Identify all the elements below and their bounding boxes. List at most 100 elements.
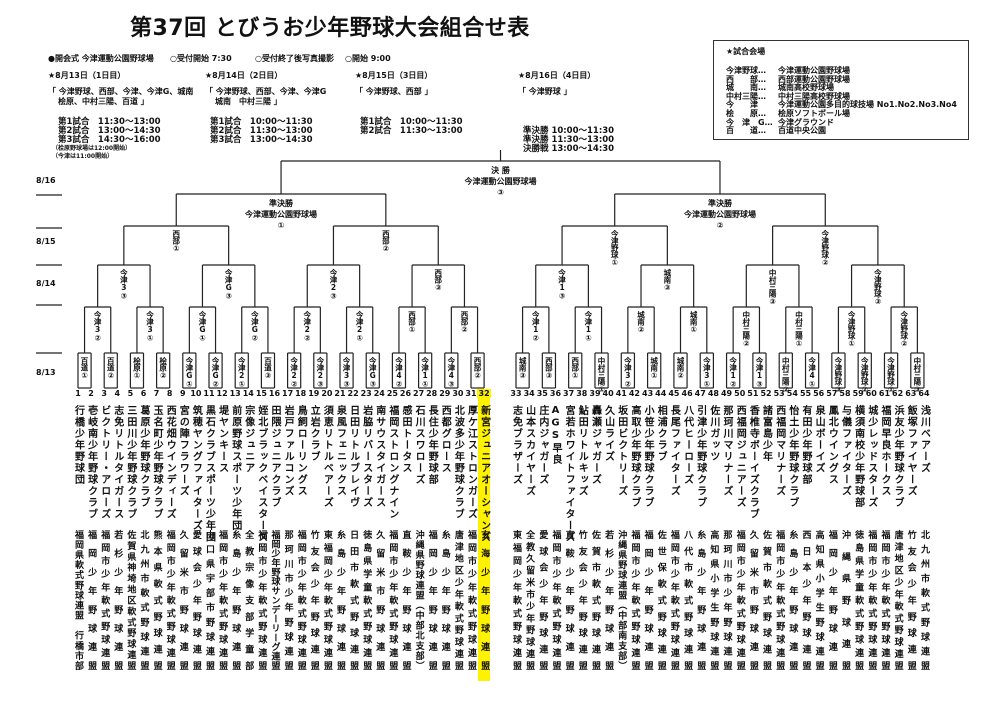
team-name: 庄内ジャガーズ: [536, 405, 548, 486]
semifinal-name: 準決勝: [269, 199, 294, 208]
team-association: 沖縄県野球連盟: [840, 530, 850, 670]
team-name: 筑穂ヤングファイターズ: [190, 405, 202, 532]
team-name: 鳳北ウイングス: [826, 405, 838, 486]
reception-start: ○受付開始 7:30: [170, 54, 232, 63]
team-association: 久留米市野球連盟: [177, 530, 188, 670]
team-association: 愛球会少年野球連盟: [190, 530, 201, 670]
match-venue-label: 今津野球②: [860, 357, 870, 394]
team-association: 糸島少年野球連盟: [230, 530, 241, 670]
team-association: 北九州市軟式野球連盟: [138, 530, 149, 670]
team-association: 福岡市少年軟式野球連盟: [466, 530, 476, 670]
match-venue-label: 桧原①: [132, 357, 142, 380]
team-name: 鮎田リトルキッズ: [576, 405, 588, 497]
team-association: 直鞍少年野球連盟: [400, 530, 411, 670]
team-name: 相浦クラブ: [655, 405, 667, 463]
team-name: 長住少年野球部: [426, 405, 438, 486]
team-number: 21: [334, 389, 346, 398]
match-venue-label: 今津G②: [250, 311, 260, 342]
venue-abbr: 中村三陽…: [726, 91, 766, 101]
team-association: 福岡市少年軟式野球連盟: [866, 530, 877, 670]
venue-abbr: 桧 原…: [726, 109, 766, 118]
match-venue-label: 今津1③: [557, 269, 567, 300]
team-number: 46: [681, 389, 693, 398]
team-association: 竹友会少年野球連盟: [905, 530, 916, 670]
team-number: 39: [589, 389, 601, 398]
team-association: 沖縄県野球連盟（中部南支部）: [616, 530, 627, 670]
team-association: 竹友会少年野球連盟: [308, 530, 319, 670]
match-venue-label: 城南①: [649, 357, 659, 380]
venue-box: ★試合会場 今津野球…今津運動公園野球場西 部…西部運動公園野球場城 南…城南高…: [713, 40, 969, 140]
team-name: 福岡ストロングナイン: [386, 405, 398, 520]
match-venue-label: 今津2③: [315, 357, 325, 388]
semifinal-venue: 今津運動公園野球場: [683, 210, 756, 219]
match-venue-label: 今津3①: [702, 357, 712, 388]
match-venue-label: 西部②: [459, 311, 469, 334]
venue-full-name: 百道中央公園: [778, 126, 826, 136]
team-name: 姪北ブラックベイスターズ: [255, 405, 267, 543]
team-number: 26: [399, 389, 412, 398]
match-venue-label: 今津1②: [728, 357, 738, 388]
match-time: 準決勝 10:00〜11:30: [523, 126, 615, 136]
team-number: 27: [413, 389, 425, 398]
team-number: 34: [523, 389, 535, 398]
team-association: 佐世保軟式野球連盟: [655, 530, 666, 670]
match-time: 準決勝 11:30〜13:00: [523, 135, 615, 145]
match-venue-label: 今津4①: [807, 357, 817, 388]
team-association: 福岡市少年軟式野球連盟: [629, 530, 640, 670]
team-number: 1: [75, 389, 81, 398]
team-association: 福岡市少年軟式野球連盟: [256, 530, 267, 670]
team-number: 18: [295, 389, 307, 398]
semifinal-name: 準決勝: [707, 199, 732, 208]
match-venue-label: 城南③: [518, 357, 528, 380]
day-date: ★8月13日（1日目）: [48, 71, 126, 80]
team-name: 前原野球スポーツ少年団: [229, 405, 241, 532]
team-number: 52: [760, 389, 772, 398]
team-name: 高取少年野球クラブ: [628, 405, 640, 509]
team-association: 福岡市少年軟式野球連盟: [774, 530, 785, 670]
match-venue-label: 中村三陽②: [781, 357, 791, 394]
match-venue-label: 西部③: [544, 357, 554, 380]
team-association: 福岡市少年軟式野球連盟: [550, 530, 561, 670]
team-association: 福岡市少年軟式野球連盟: [164, 530, 175, 670]
team-association: 久留米市野球連盟: [374, 530, 385, 670]
team-name: 長尾ファイターズ: [668, 405, 680, 497]
team-name: 行橋少年野球団: [72, 405, 84, 486]
team-number: 13: [229, 389, 241, 398]
match-venue-label: 今津野球③: [833, 357, 843, 394]
team-association: 福岡市少年軟式野球連盟: [295, 530, 306, 670]
date-round1: 8/13: [36, 368, 56, 377]
team-association: 那珂川市少年野球連盟: [721, 530, 732, 670]
start-time: ○開始 9:00: [345, 54, 391, 63]
team-name: 田隈ジュニアクラブ: [269, 405, 280, 509]
day-date: ★8月14日（2日目）: [205, 71, 283, 80]
team-number: 35: [536, 389, 548, 398]
team-number: 43: [642, 389, 654, 398]
team-name: 立岩クラブ: [308, 405, 320, 463]
team-number: 10: [190, 389, 202, 398]
match-time: 第1試合 10:00〜11:30: [210, 117, 313, 127]
match-venue-label: 今津1①: [420, 357, 430, 388]
venue-row: 西 部…西部運動公園野球場: [726, 74, 850, 85]
venue-full-name: 中村三陽高校野球場: [778, 91, 850, 101]
match-venue-label: 西部②: [381, 230, 391, 253]
match-venue-label: 今津1②: [531, 311, 541, 342]
match-time: 決勝戦 13:00〜14:30: [523, 144, 615, 154]
team-name: 西福岡マリナーズ: [773, 405, 785, 497]
team-number: 6: [140, 389, 147, 398]
match-venue-label: 桧原②: [158, 357, 168, 380]
team-name: 三田川少年野球クラブ: [124, 405, 136, 520]
team-association: 糸島少年野球連盟: [787, 530, 798, 670]
team-name: 堤ヤンキース: [216, 405, 228, 474]
team-name: 南サウスタイガース: [373, 405, 385, 509]
venue-row: 今 津今津運動公園多目的球技場 No1.No2.No3.No4: [726, 99, 957, 110]
team-name: 北波多少年野球クラブ: [452, 405, 464, 520]
team-name: 坂田ビクトリーズ: [615, 405, 627, 497]
match-venue-label: 今津3②: [623, 357, 633, 388]
match-venue-label: 今津1①: [583, 311, 593, 342]
match-venue-label: 今津G①: [197, 311, 207, 342]
team-association: 糸島少年野球連盟: [695, 530, 706, 670]
team-name: 泉風フェニックス: [334, 405, 346, 497]
day-venues: 「 今津野球、西部、今津、今津G、城南: [48, 87, 194, 96]
venue-abbr: 城 南…: [726, 83, 766, 93]
team-number: 7: [153, 389, 160, 398]
